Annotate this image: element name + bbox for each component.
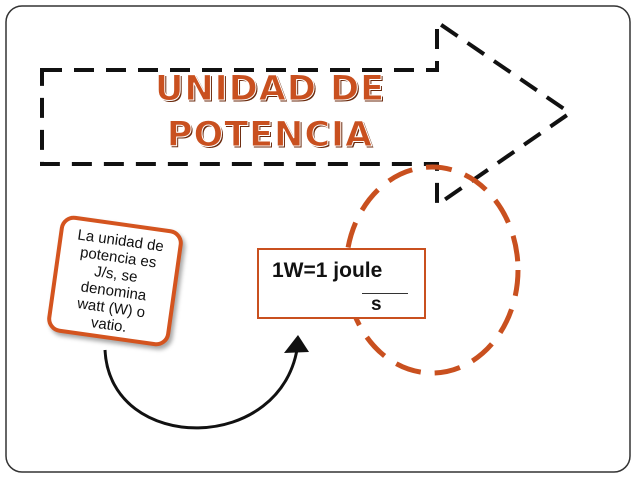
slide-frame [5, 5, 631, 473]
formula-box: 1W=1 joule s [257, 248, 426, 319]
formula-denominator: s [371, 294, 382, 315]
dashed-arrow-outline [40, 18, 574, 209]
title-line-2: POTENCIA [166, 115, 374, 156]
definition-note: La unidad de potencia es J/s, se denomin… [45, 213, 185, 349]
curved-arrow-head [284, 335, 309, 353]
title-line-1: UNIDAD DE [154, 69, 386, 110]
fraction-bar [362, 293, 408, 294]
slide-title: UNIDAD DE POTENCIA [120, 66, 420, 158]
curved-arrow-line [103, 342, 300, 430]
formula-numerator: 1W=1 joule [272, 259, 383, 282]
